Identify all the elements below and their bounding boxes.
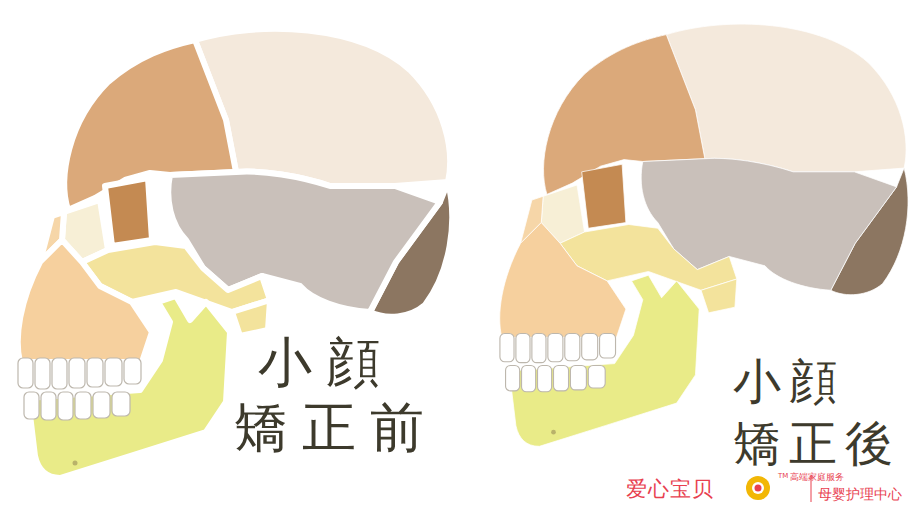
watermark-center: 母婴护理中心	[818, 486, 902, 503]
watermark-mark: TM	[778, 472, 788, 481]
skull-before	[18, 29, 452, 478]
before-caption: 小顔 矯正前	[234, 330, 449, 460]
watermark-slogan: 高端家庭服务	[790, 472, 844, 483]
skull-after	[500, 24, 908, 446]
watermark-logo	[746, 476, 770, 500]
watermark-brand: 爱心宝贝	[626, 477, 714, 501]
after-caption: 小顔 矯正後	[733, 350, 913, 474]
